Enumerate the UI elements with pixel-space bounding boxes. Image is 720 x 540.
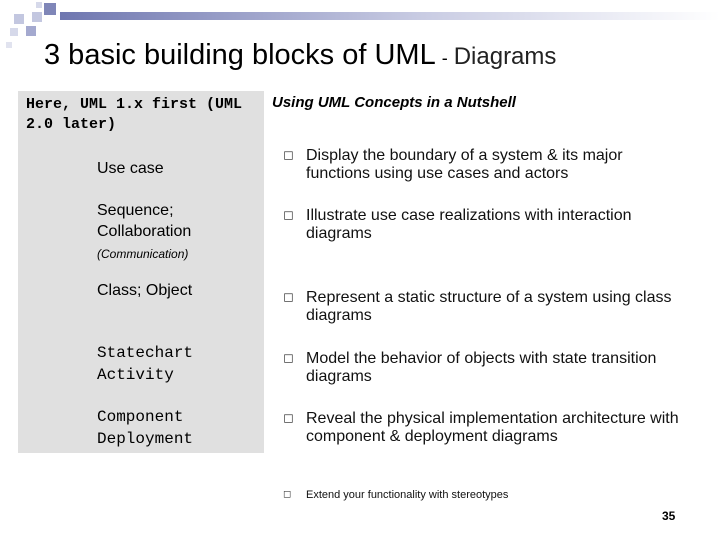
term-sequence-collaboration: Sequence; Collaboration (Communication) <box>97 200 262 265</box>
bullet-text-use-case: Display the boundary of a system & its m… <box>306 147 623 182</box>
hollow-square-icon: ◻ <box>283 148 294 163</box>
hollow-square-icon: ◻ <box>283 208 294 223</box>
page-number: 35 <box>662 509 676 523</box>
term-sequence-label: Sequence; Collaboration <box>97 202 192 240</box>
term-communication-note: (Communication) <box>97 247 189 261</box>
title-main: 3 basic building blocks of UML <box>44 39 436 71</box>
term-use-case: Use case <box>97 160 164 177</box>
slide-title: 3 basic building blocks of UML-Diagrams <box>44 36 704 77</box>
term-statechart-activity: Statechart Activity <box>97 344 194 384</box>
left-column-header: Here, UML 1.x first (UML 2.0 later) <box>26 96 243 133</box>
hollow-square-icon: ◻ <box>283 489 292 500</box>
term-component-deployment: Component Deployment <box>97 408 194 448</box>
hollow-square-icon: ◻ <box>283 290 294 305</box>
left-column-panel <box>18 91 264 453</box>
hollow-square-icon: ◻ <box>283 351 294 366</box>
bullet-text-component: Reveal the physical implementation archi… <box>306 410 679 445</box>
bullet-text-class: Represent a static structure of a system… <box>306 289 672 324</box>
term-class-object: Class; Object <box>97 282 193 299</box>
hollow-square-icon: ◻ <box>283 411 294 426</box>
right-column-header: Using UML Concepts in a Nutshell <box>272 94 516 111</box>
bullet-text-stereotypes: Extend your functionality with stereotyp… <box>306 489 509 501</box>
title-dash: - <box>441 48 448 68</box>
header-decoration <box>6 2 720 48</box>
bullet-text-sequence: Illustrate use case realizations with in… <box>306 207 632 242</box>
title-subtitle: Diagrams <box>453 43 557 70</box>
bullet-text-statechart: Model the behavior of objects with state… <box>306 350 657 385</box>
